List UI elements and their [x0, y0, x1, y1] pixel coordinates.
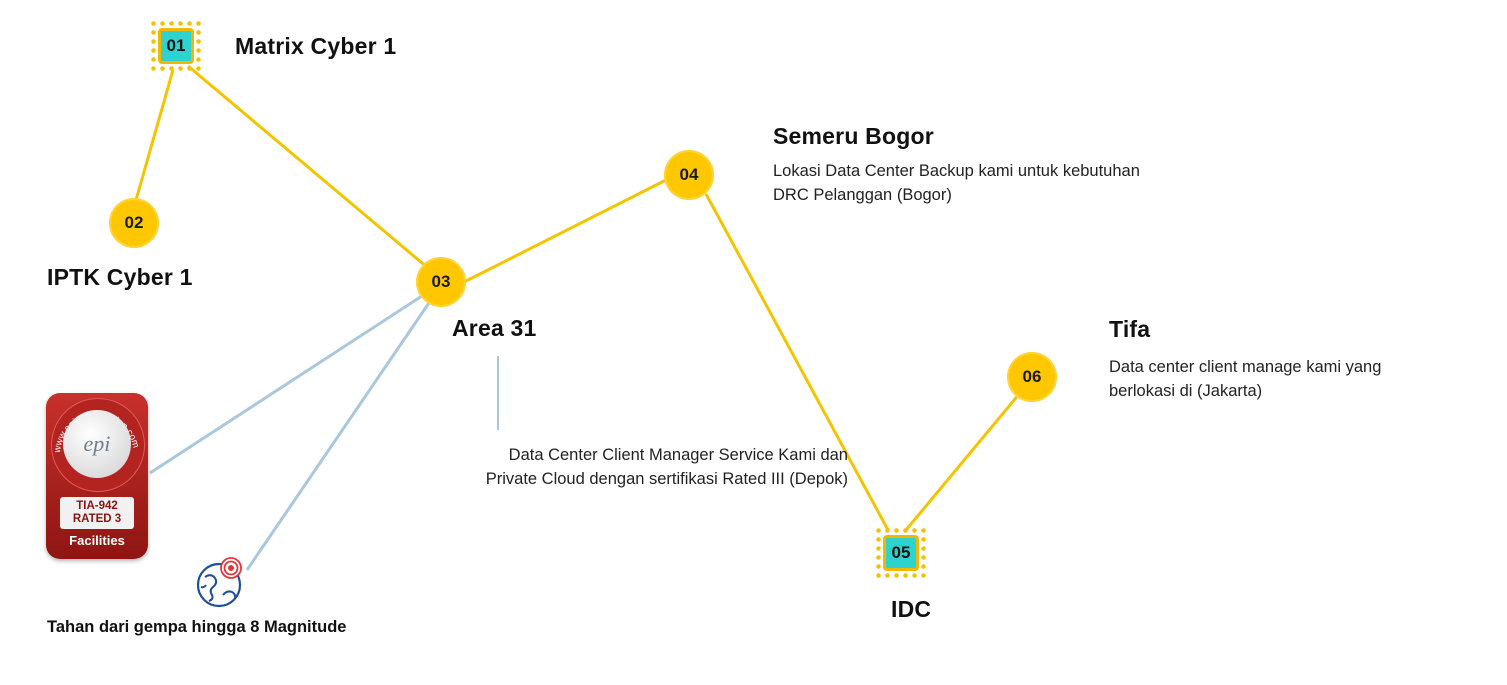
badge-rating-line-2: RATED 3 [72, 513, 122, 525]
node-03-desc-line-1: Data Center Client Manager Service Kami … [508, 446, 848, 464]
node-06-number: 06 [1022, 367, 1042, 386]
node-06-badge: 06 [1007, 352, 1057, 402]
link-04-05 [704, 193, 890, 531]
node-06-desc-line-1: Data center client manage kami yang [1109, 358, 1382, 376]
node-02-badge: 02 [109, 198, 159, 248]
link-01-03 [187, 64, 429, 270]
badge-logo-text: epi [83, 431, 111, 456]
node-04-badge: 04 [664, 150, 714, 200]
node-06-title: Tifa [1109, 316, 1151, 342]
node-03-desc-line-2: Private Cloud dengan sertifikasi Rated I… [485, 470, 848, 488]
earthquake-globe-icon [196, 557, 242, 608]
node-01-title: Matrix Cyber 1 [235, 33, 397, 59]
tia942-certification-badge: www.epi-certification.com epi TIA-942 RA… [46, 393, 148, 559]
node-03-title: Area 31 [452, 315, 537, 341]
node-02-number: 02 [124, 213, 144, 232]
badge-caption: Facilities [69, 533, 125, 548]
link-01-02 [134, 69, 175, 201]
node-04-desc-line-2: DRC Pelanggan (Bogor) [773, 186, 952, 204]
node-01-number: 01 [158, 28, 194, 64]
link-03-certification [149, 292, 426, 475]
link-03-earthquake [245, 296, 435, 571]
badge-rating-line-1: TIA-942 [76, 500, 118, 512]
node-05-number: 05 [883, 535, 919, 571]
link-03-04 [461, 176, 671, 285]
link-05-06 [904, 392, 1022, 531]
node-04-desc-line-1: Lokasi Data Center Backup kami untuk keb… [773, 162, 1140, 180]
node-04-number: 04 [679, 165, 699, 184]
node-05-title: IDC [891, 596, 932, 622]
node-06-desc-line-2: berlokasi di (Jakarta) [1109, 382, 1263, 400]
node-05-chip: 05 [874, 526, 926, 578]
badge-rating: TIA-942 RATED 3 [60, 497, 134, 529]
node-01-chip: 01 [149, 19, 201, 71]
node-02-title: IPTK Cyber 1 [47, 264, 193, 290]
epi-logo-icon: epi [63, 410, 131, 478]
node-03-number: 03 [431, 272, 451, 291]
earthquake-label: Tahan dari gempa hingga 8 Magnitude [47, 618, 347, 636]
node-04-description: Lokasi Data Center Backup kami untuk keb… [773, 159, 1140, 207]
node-04-title: Semeru Bogor [773, 123, 934, 149]
node-06-description: Data center client manage kami yang berl… [1109, 355, 1381, 403]
node-03-badge: 03 [416, 257, 466, 307]
node-03-description: Data Center Client Manager Service Kami … [356, 443, 848, 491]
